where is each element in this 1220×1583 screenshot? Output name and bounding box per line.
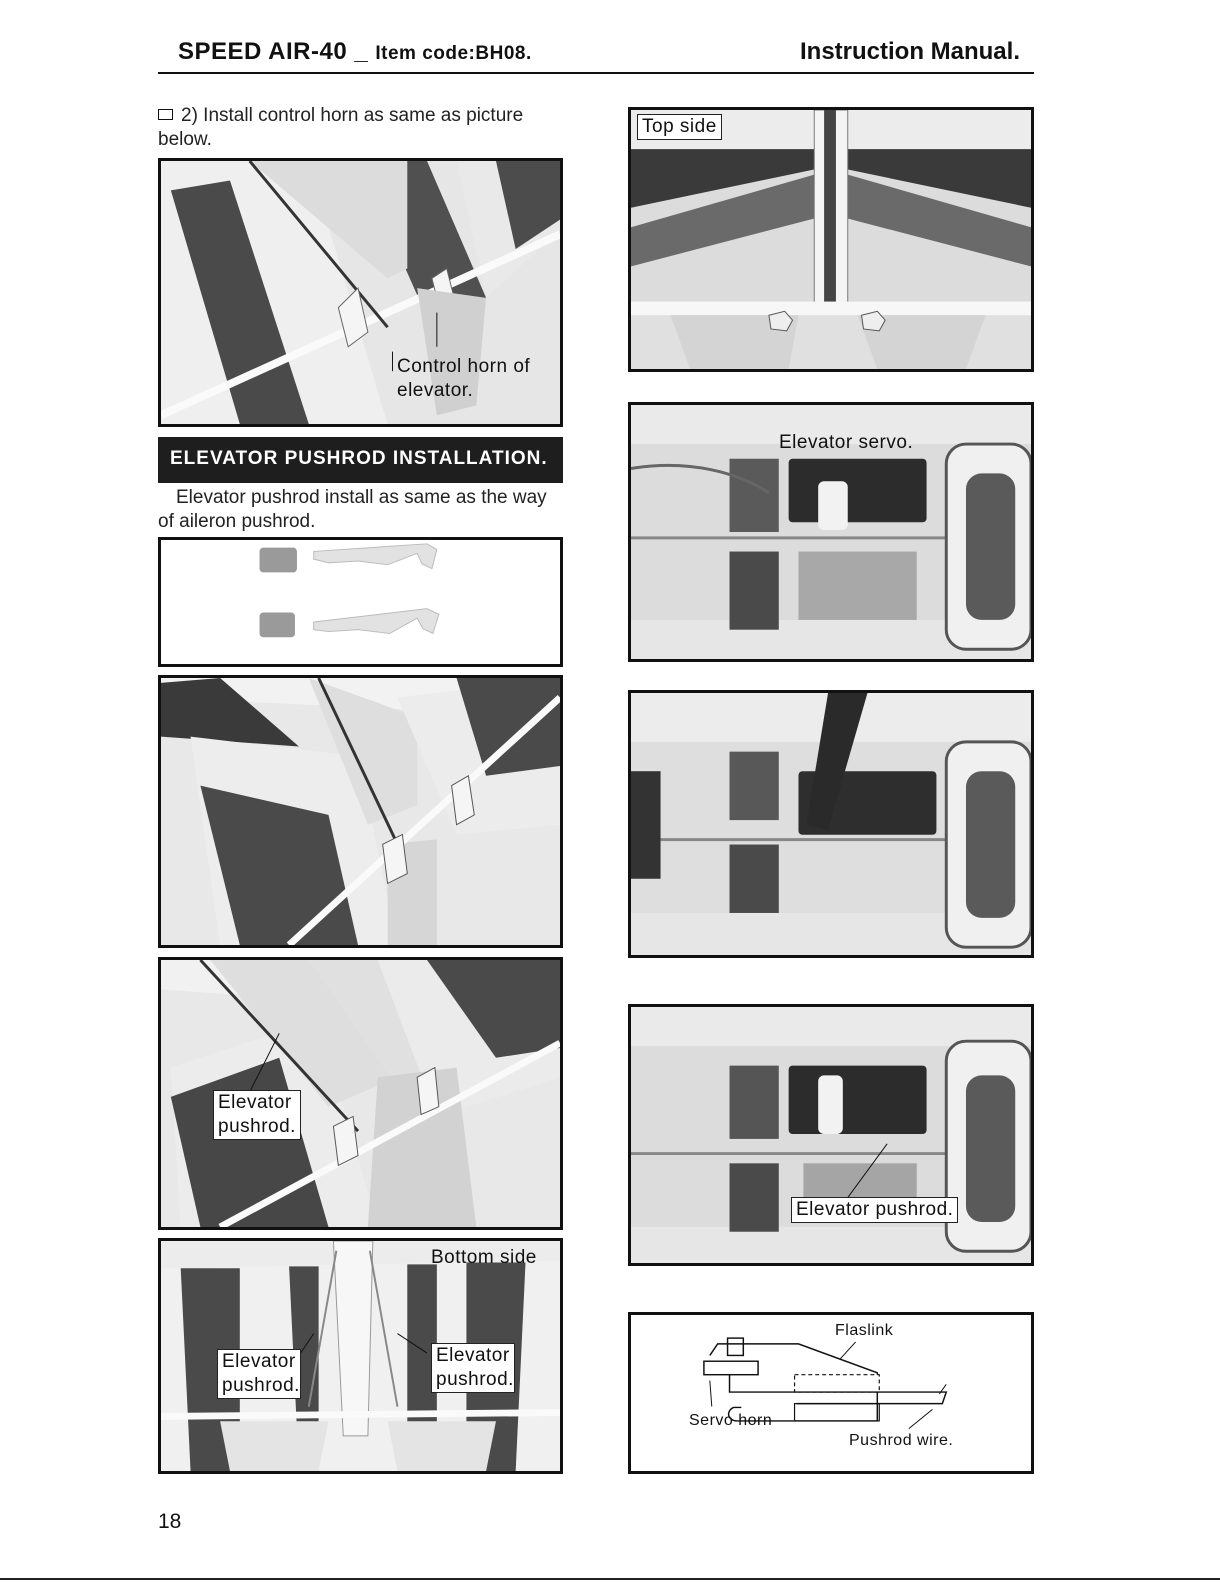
pushrod-wire-label: Pushrod wire. <box>849 1432 954 1449</box>
bottom-rule <box>0 1578 1220 1580</box>
servo-horn-label: Servo horn <box>689 1412 773 1429</box>
elevator-pushrod-label-right-photo: Elevator pushrod. <box>791 1197 959 1223</box>
section-heading: ELEVATOR PUSHROD INSTALLATION. <box>158 437 563 483</box>
elevator-servo-label: Elevator servo. <box>779 432 914 453</box>
photo-bottom-side: Bottom side Elevator pushrod. Elevator p… <box>158 1238 563 1474</box>
control-horn-label: Control horn of elevator. <box>397 356 531 401</box>
body-text: Elevator pushrod install as same as the … <box>158 487 547 532</box>
step-instruction: 2) Install control horn as same as pictu… <box>158 104 562 152</box>
photo-clevis-parts <box>158 537 563 667</box>
elevator-pushrod-label: Elevator pushrod. <box>213 1090 301 1140</box>
page-number: 18 <box>158 1510 182 1533</box>
photo-elevator-horns <box>158 675 563 948</box>
model-name: SPEED AIR-40 _ <box>178 38 369 65</box>
photo-top-side: Top side <box>628 107 1034 372</box>
bottom-side-label: Bottom side <box>431 1247 537 1268</box>
photo-bending-wire <box>628 690 1034 958</box>
photo-pushrod-connected: Elevator pushrod. <box>628 1004 1034 1266</box>
top-side-label: Top side <box>637 114 722 140</box>
photo-elevator-servo: Elevator servo. <box>628 402 1034 662</box>
checkbox-icon <box>158 109 173 120</box>
step-text: 2) Install control horn as same as pictu… <box>158 105 524 150</box>
manual-title: SPEED AIR-40 _ Item code:BH08. <box>178 38 532 66</box>
photo-control-horn: Control horn of elevator. <box>158 158 563 427</box>
flaslink-label: Flaslink <box>835 1322 894 1339</box>
elevator-pushrod-label-left: Elevator pushrod. <box>217 1349 301 1399</box>
page-header: SPEED AIR-40 _ Item code:BH08. Instructi… <box>158 36 1034 74</box>
diagram-flaslink: Flaslink Servo horn Pushrod wire. <box>628 1312 1034 1474</box>
photo-elevator-pushrod: Elevator pushrod. <box>158 957 563 1230</box>
elevator-pushrod-label-right: Elevator pushrod. <box>431 1343 515 1393</box>
item-code: Item code:BH08. <box>375 43 532 64</box>
manual-type: Instruction Manual. <box>799 38 1020 65</box>
